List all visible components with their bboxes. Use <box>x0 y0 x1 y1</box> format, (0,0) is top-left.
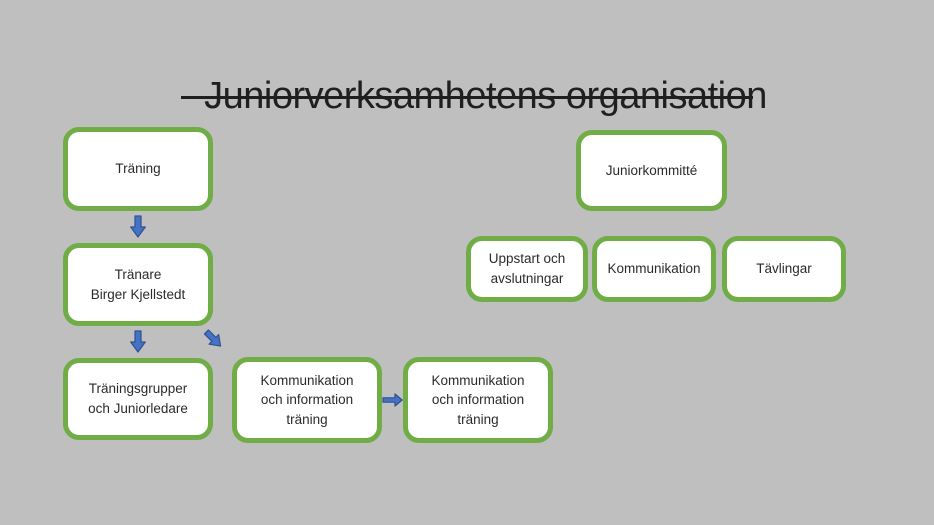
node-tranare: Tränare Birger Kjellstedt <box>63 243 213 326</box>
node-label: Tävlingar <box>756 261 812 277</box>
node-uppstart-och-avslutningar: Uppstart och avslutningar <box>466 236 588 302</box>
down-arrow-icon <box>130 330 146 353</box>
node-kommunikation-information-2: Kommunikation och information träning <box>403 357 553 443</box>
node-label: Träningsgrupper och Juniorledare <box>88 381 188 416</box>
node-kommunikation: Kommunikation <box>592 236 716 302</box>
node-juniorkommitte: Juniorkommitté <box>576 130 727 211</box>
node-label: Tränare Birger Kjellstedt <box>90 266 186 302</box>
right-arrow-icon <box>382 393 403 407</box>
down-arrow-icon <box>130 215 146 238</box>
node-traningsgrupper: Träningsgrupper och Juniorledare <box>63 358 213 440</box>
node-kommunikation-information-1: Kommunikation och information träning <box>232 357 382 443</box>
title-underline <box>181 96 753 99</box>
node-label: Uppstart och avslutningar <box>488 251 566 286</box>
node-tavlingar: Tävlingar <box>722 236 846 302</box>
node-traning: Träning <box>63 127 213 211</box>
node-label: Kommunikation och information träning <box>260 372 354 427</box>
node-label: Träning <box>115 161 161 177</box>
node-label: Kommunikation <box>607 261 701 277</box>
down-right-arrow-icon <box>200 326 226 352</box>
node-label: Juniorkommitté <box>605 162 698 178</box>
node-label: Kommunikation och information träning <box>431 372 525 427</box>
